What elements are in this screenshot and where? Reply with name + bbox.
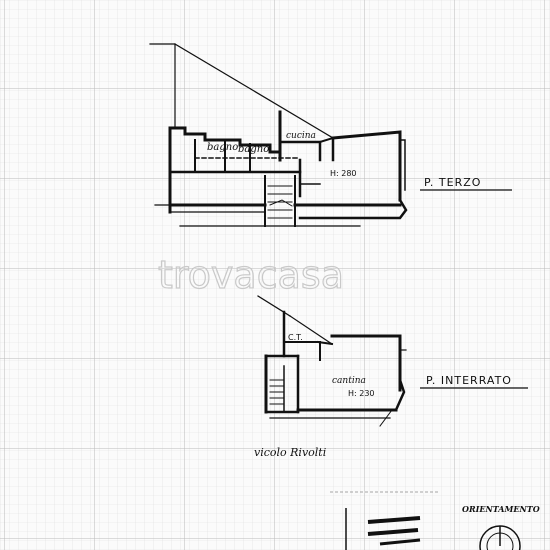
room-label-bagno-2: bagno (238, 144, 269, 155)
basement-floor-plan (257, 295, 407, 427)
orientation-compass (479, 525, 521, 550)
basement-height: H: 230 (348, 389, 375, 398)
orientation-label: ORIENTAMENTO (462, 504, 540, 514)
basement-title: P. INTERRATO (426, 374, 512, 387)
bottom-marks (330, 491, 440, 550)
room-label-bagno-1: bagno (207, 142, 238, 153)
top-floor-title: P. TERZO (424, 176, 481, 189)
street-label: vicolo Rivolti (254, 446, 326, 459)
watermark-text: trovacasa (158, 253, 344, 297)
room-label-cucina: cucina (286, 131, 316, 141)
room-label-cantina: cantina (332, 376, 366, 386)
top-floor-height: H: 280 (330, 169, 357, 178)
room-label-ct: C.T. (288, 333, 303, 342)
top-floor-plan (149, 43, 408, 227)
